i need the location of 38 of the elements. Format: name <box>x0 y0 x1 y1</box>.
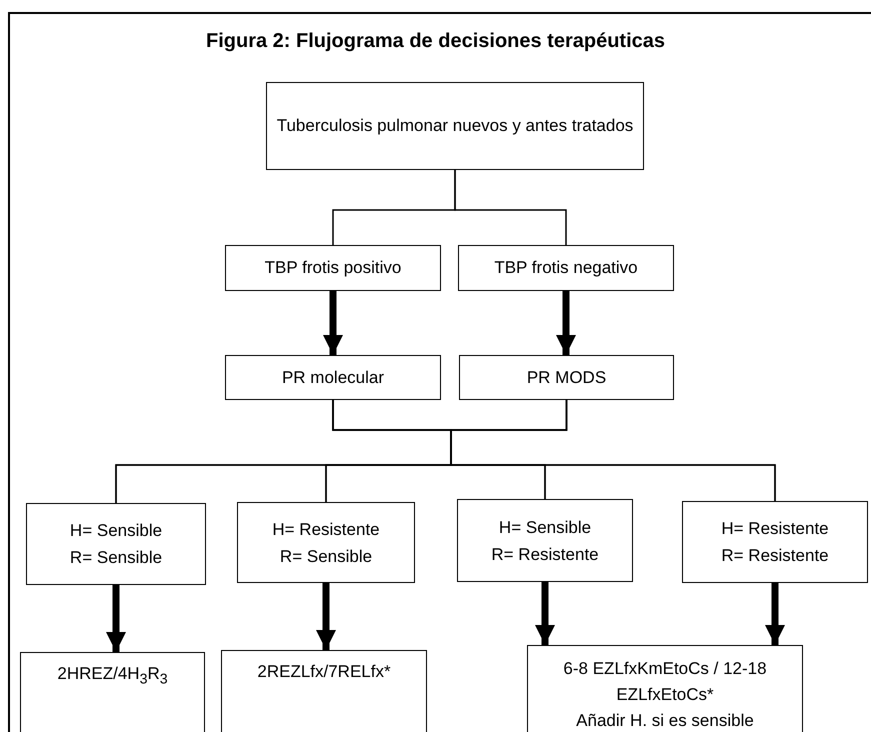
process-box <box>682 501 868 583</box>
arrow <box>106 585 126 652</box>
process-box <box>237 502 415 583</box>
box-text: H= Resistente <box>272 518 380 540</box>
process-box <box>225 355 441 400</box>
box-text: R= Resistente <box>491 544 599 566</box>
box-text: H= Sensible <box>70 520 162 542</box>
box-text: 6-8 EZLfxKmEtoCs / 12-18 EZLfxEtoCs* <box>562 658 768 706</box>
process-box <box>458 245 674 291</box>
box-text: 2HREZ/4H$_{3}$R$_{3}$ <box>57 663 168 690</box>
box-text: TBP frotis positivo <box>264 258 402 278</box>
arrow <box>765 583 785 645</box>
process-box <box>527 645 803 732</box>
process-box <box>457 499 633 582</box>
arrow <box>556 291 576 355</box>
box-text: PR molecular <box>282 368 384 388</box>
arrow <box>323 291 343 355</box>
connector-line <box>454 170 567 245</box>
box-text: PR MODS <box>526 368 606 388</box>
box-text: Añadir H. si es sensible <box>576 710 754 732</box>
process-box <box>266 82 644 170</box>
box-text: R= Resistente <box>721 545 829 567</box>
box-text: H= Resistente <box>721 518 829 540</box>
process-box <box>225 245 441 291</box>
connector-line <box>450 400 776 501</box>
box-text: 2REZLfx/7RELfx* <box>257 661 391 683</box>
process-box <box>221 650 427 732</box>
process-box <box>459 355 674 400</box>
arrow <box>535 582 555 645</box>
box-text: TBP frotis negativo <box>494 258 638 278</box>
process-box <box>26 503 206 585</box>
box-text: R= Sensible <box>70 547 162 569</box>
process-box <box>20 652 205 732</box>
arrow <box>316 583 336 650</box>
box-text: Tuberculosis pulmonar nuevos y antes tratados <box>276 115 634 137</box>
box-text: H= Sensible <box>498 516 592 538</box>
diagram-title: Figura 2: Flujograma de decisiones terapéuticas <box>204 30 666 53</box>
box-text: R= Sensible <box>280 546 372 568</box>
